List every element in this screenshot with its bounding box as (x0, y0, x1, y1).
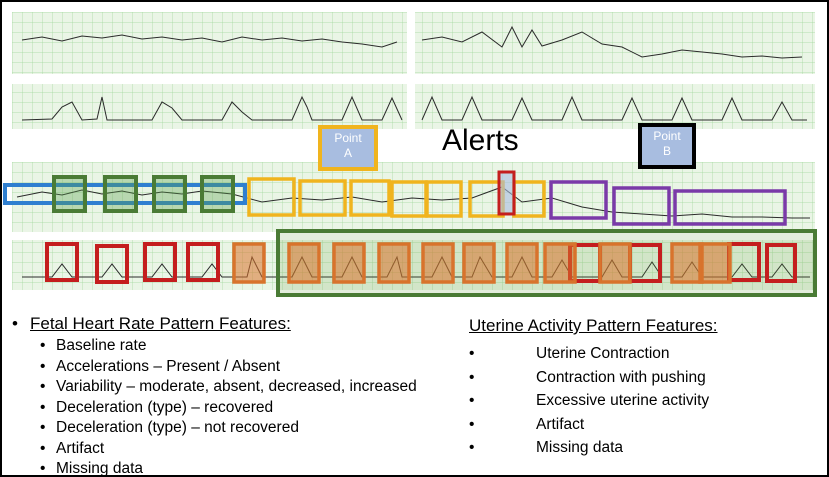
point-a-letter: A (343, 146, 352, 160)
variability-boxes (247, 177, 546, 218)
pushing-contraction-box (543, 242, 577, 284)
fhr-feature-item: Deceleration (type) – not recovered (40, 418, 417, 439)
fhr-feature-item: Accelerations – Present / Absent (40, 357, 417, 378)
pushing-contraction-box (505, 242, 539, 284)
ua-strip-left (12, 84, 407, 129)
alerts-title: Alerts (442, 124, 519, 157)
ua-features-items: Uterine Contraction Contraction with pus… (469, 342, 718, 460)
acceleration-boxes (52, 175, 235, 213)
ua-feature-item: Uterine Contraction (469, 342, 718, 366)
pushing-contraction-box (598, 242, 632, 284)
variability-box (425, 180, 463, 218)
pushing-contraction-box (698, 242, 732, 284)
contraction-box (45, 242, 79, 282)
baseline-rate-box (3, 183, 247, 205)
pushing-contraction-box (287, 242, 321, 284)
pushing-contraction-boxes (232, 242, 732, 284)
fhr-trace-top-right (421, 25, 803, 59)
fhr-feature-item: Variability – moderate, absent, decrease… (40, 377, 417, 398)
fhr-features-heading: Fetal Heart Rate Pattern Features: (12, 314, 417, 334)
contraction-box (95, 244, 129, 284)
point-b-callout-outline (638, 123, 696, 169)
variability-box (349, 179, 391, 217)
point-a-callout: Point A (322, 129, 374, 167)
pushing-contraction-box (232, 242, 266, 284)
point-b-letter: B (662, 144, 671, 158)
pushing-contraction-box (377, 242, 411, 284)
point-b-callout: Point B (642, 127, 692, 165)
variability-box (247, 177, 296, 217)
contraction-box (186, 242, 220, 282)
ua-feature-item: Missing data (469, 436, 718, 460)
contraction-box (143, 242, 177, 282)
fhr-trace-top-left (21, 34, 398, 48)
fhr-strip-left (12, 12, 407, 74)
fhr-feature-item: Missing data (40, 459, 417, 475)
pushing-contraction-box (332, 242, 366, 284)
fhr-feature-item: Baseline rate (40, 336, 417, 357)
point-b-label: Point (653, 129, 681, 143)
ua-trace-top-left (21, 95, 403, 121)
deceleration-boxes (549, 180, 787, 226)
ua-features-heading: Uterine Activity Pattern Features: (469, 316, 718, 335)
fhr-strip-right (415, 12, 815, 74)
contraction-box (765, 243, 797, 283)
ua-features-list: Uterine Activity Pattern Features: Uteri… (469, 316, 718, 460)
acceleration-box (103, 175, 138, 213)
ua-feature-item: Contraction with pushing (469, 366, 718, 390)
acceleration-box (200, 175, 235, 213)
pushing-contraction-box (421, 242, 455, 284)
annotated-fhr-strip (12, 162, 815, 232)
fhr-trace-annotated (16, 186, 810, 219)
deceleration-box (612, 186, 671, 226)
ua-feature-item: Artifact (469, 413, 718, 437)
pushing-contraction-box (462, 242, 496, 284)
point-a-callout-outline (318, 125, 378, 171)
ua-feature-item: Excessive uterine activity (469, 389, 718, 413)
point-a-label: Point (334, 131, 362, 145)
variability-box (298, 179, 347, 217)
ua-strip-right (415, 84, 815, 129)
fhr-feature-item: Deceleration (type) – recovered (40, 398, 417, 419)
deceleration-box (673, 189, 787, 226)
fhr-features-items: Baseline rate Accelerations – Present / … (12, 336, 417, 475)
fhr-feature-item: Artifact (40, 439, 417, 460)
point-a-marker-box (497, 170, 516, 216)
acceleration-box (52, 175, 87, 213)
deceleration-box (549, 180, 608, 220)
acceleration-box (152, 175, 187, 213)
ua-trace-top-right (421, 95, 807, 121)
pushing-contraction-box (670, 242, 704, 284)
fhr-features-list: Fetal Heart Rate Pattern Features: Basel… (12, 314, 417, 475)
